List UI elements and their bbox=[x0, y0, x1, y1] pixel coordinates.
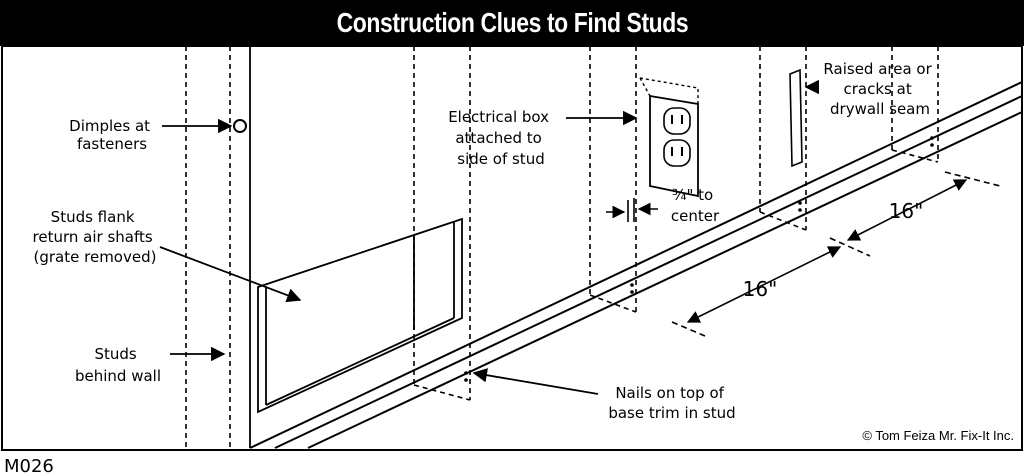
nails-label: Nails on top of base trim in stud bbox=[608, 384, 735, 422]
behind-label: Studs behind wall bbox=[75, 345, 161, 385]
diagram-frame bbox=[1, 45, 1023, 451]
page-title: Construction Clues to Find Studs bbox=[336, 7, 688, 38]
nail-marks bbox=[464, 136, 934, 382]
flank-arrow bbox=[159, 246, 302, 303]
elec-label: Electrical box attached to side of stud bbox=[448, 108, 554, 168]
title-bar: Construction Clues to Find Studs bbox=[0, 0, 1024, 46]
stud-line bbox=[759, 211, 807, 231]
spacing-label-right: 16" bbox=[889, 199, 924, 223]
electrical-outlet bbox=[639, 77, 699, 198]
stud-line bbox=[413, 384, 471, 401]
return-air-shaft bbox=[257, 217, 463, 414]
nails-arrow bbox=[472, 368, 599, 395]
raised-label: Raised area or cracks at drywall seam bbox=[823, 60, 936, 118]
base-trim bbox=[249, 81, 1023, 449]
stud-line bbox=[589, 294, 637, 313]
callout-arrows bbox=[159, 79, 819, 395]
three-quarter-label: ¾" to center bbox=[671, 186, 720, 225]
offset-marker bbox=[606, 198, 658, 222]
stud-line bbox=[891, 149, 939, 163]
copyright-text: © Tom Feiza Mr. Fix-It Inc. bbox=[862, 428, 1014, 443]
spacing-label-left: 16" bbox=[743, 277, 778, 301]
fastener-dimple bbox=[233, 119, 247, 133]
figure-code: M026 bbox=[4, 456, 54, 476]
drywall-seam bbox=[789, 68, 803, 168]
dimples-label: Dimples at fasteners bbox=[69, 117, 155, 153]
spacing-dimensions bbox=[671, 171, 1001, 337]
flank-label: Studs flank return air shafts (grate rem… bbox=[33, 208, 158, 266]
